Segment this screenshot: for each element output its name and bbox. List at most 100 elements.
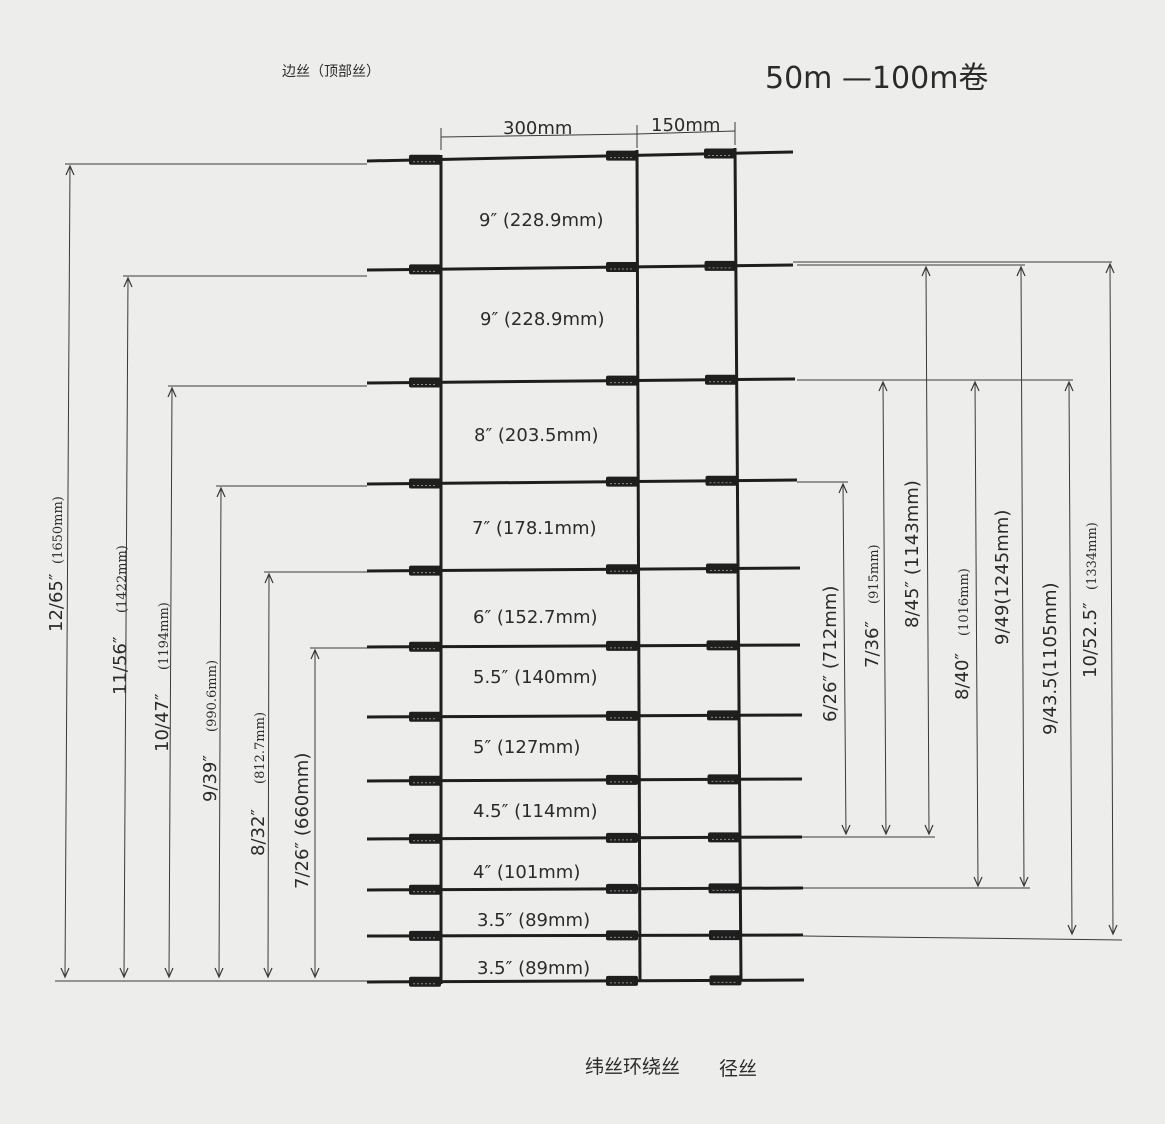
legend-weft-label: 纬丝环绕丝 [585,1056,680,1078]
knot-5-1 [409,565,441,576]
right-dim-4: 8/40″ (1016mm) [952,568,973,700]
knot-3-1 [409,377,441,388]
left-dim-arrow-top-3 [167,386,177,398]
knot-1-3 [704,148,736,159]
knot-8-1 [409,775,441,786]
right-dim-arrow-bottom-4 [973,876,983,888]
right-dim-3: 8/45″ (1143mm) [902,480,923,628]
left-dim-1-main: 12/65″ [46,573,67,632]
right-dim-1-main: 6/26″ (712mm) [820,586,841,722]
knot-10-2 [606,883,638,894]
left-dim-3-main: 10/47″ [152,693,173,752]
right-dim-line-7 [1109,263,1114,935]
spacing-dim-150 [636,130,736,135]
right-dim-5-main: 9/49(1245mm) [992,510,1013,645]
right-dim-arrow-bottom-7 [1108,924,1118,936]
right-dim-7-sub: (1334mm) [1085,522,1100,590]
right-dim-arrow-top-6 [1064,380,1074,392]
gap-label-10: 3.5″ (89mm) [477,910,590,931]
gap-label-4: 7″ (178.1mm) [472,518,597,539]
left-dim-4-main: 9/39″ [200,755,221,802]
left-dim-arrow-top-6 [310,648,320,660]
gap-label-2: 9″ (228.9mm) [480,309,605,330]
knot-9-3 [708,832,740,843]
gap-label-11: 3.5″ (89mm) [477,958,590,979]
knot-5-3 [706,563,738,574]
gap-label-9: 4″ (101mm) [473,862,580,883]
left-dim-line-5 [267,573,270,978]
knot-12-2 [606,975,638,986]
right-dim-line-6 [1068,381,1073,935]
right-dim-arrow-bottom-2 [881,824,891,836]
roll-length-title: 50m —100m卷 [765,61,988,96]
stay-wire-right [733,147,743,982]
left-dim-5: 8/32″ (812.7mm) [248,712,269,856]
knot-2-2 [606,262,638,273]
diagram-knots [409,148,742,987]
gap-label-6: 5.5″ (140mm) [473,667,598,688]
right-dim-line-5 [1020,266,1025,887]
right-dim-4-sub: (1016mm) [957,568,972,636]
right-ext-bottom-c [802,935,1123,941]
knot-4-3 [705,475,738,486]
left-dim-4: 9/39″ (990.6mm) [200,660,221,802]
knot-1-2 [606,150,638,161]
left-dim-line-3 [168,387,173,978]
left-dim-5-sub: (812.7mm) [253,712,268,784]
left-dim-arrow-top-1 [65,164,75,176]
knot-5-2 [606,564,638,575]
spacing-label-300: 300mm [503,118,572,139]
left-dim-3: 10/47″ (1194mm) [152,602,173,752]
knot-7-2 [606,710,638,721]
knot-3-2 [606,375,638,386]
knot-6-2 [606,640,638,651]
knot-3-3 [705,374,737,385]
left-dim-6: 7/26″ (660mm) [292,753,313,889]
gap-label-8: 4.5″ (114mm) [473,801,598,822]
knot-11-3 [709,930,741,941]
knot-11-1 [409,930,441,941]
spacing-dim-300 [440,133,638,138]
knot-8-3 [707,774,740,785]
knot-7-1 [409,711,441,722]
right-dim-line-3 [925,266,930,835]
left-dim-3-sub: (1194mm) [157,602,172,670]
knot-12-1 [409,976,441,987]
left-dim-arrow-bottom-3 [164,967,174,979]
left-dim-line-4 [218,487,222,978]
knot-2-1 [409,264,441,275]
right-dim-line-4 [974,381,979,887]
left-dim-6-main: 7/26″ (660mm) [292,753,313,889]
spacing-label-150: 150mm [651,115,720,136]
right-dim-2-sub: (915mm) [867,544,882,604]
knot-2-3 [704,260,737,271]
stay-wire-middle [635,149,642,983]
knot-9-2 [606,832,638,843]
right-dim-7-main: 10/52.5″ [1080,602,1101,678]
gap-label-5: 6″ (152.7mm) [473,607,598,628]
knot-6-3 [706,640,739,651]
knot-10-1 [409,884,441,895]
left-dim-4-sub: (990.6mm) [205,660,220,732]
right-dim-arrow-top-2 [878,380,888,392]
right-dim-1: 6/26″ (712mm) [820,586,841,722]
right-dim-arrow-bottom-3 [924,824,934,836]
right-dim-5: 9/49(1245mm) [992,510,1013,645]
gap-label-1: 9″ (228.9mm) [479,210,604,231]
knot-10-3 [708,883,741,894]
diagram-lines [55,122,1123,984]
right-dim-2: 7/36″ (915mm) [862,544,883,668]
right-dim-arrow-bottom-5 [1019,876,1029,888]
right-dim-arrow-bottom-1 [841,824,851,836]
left-dim-2: 11/56″ (1422mm) [110,545,131,695]
left-dim-arrow-top-4 [216,486,226,498]
left-dim-2-main: 11/56″ [110,636,131,695]
knot-4-1 [409,478,441,489]
right-dim-line-1 [842,483,847,835]
left-dim-line-1 [64,165,71,978]
right-dim-4-main: 8/40″ [952,653,973,700]
right-dim-arrow-top-7 [1105,262,1115,274]
left-dim-1-sub: (1650mm) [51,496,66,564]
right-dim-3-main: 8/45″ (1143mm) [902,480,923,628]
knot-4-2 [606,476,638,487]
